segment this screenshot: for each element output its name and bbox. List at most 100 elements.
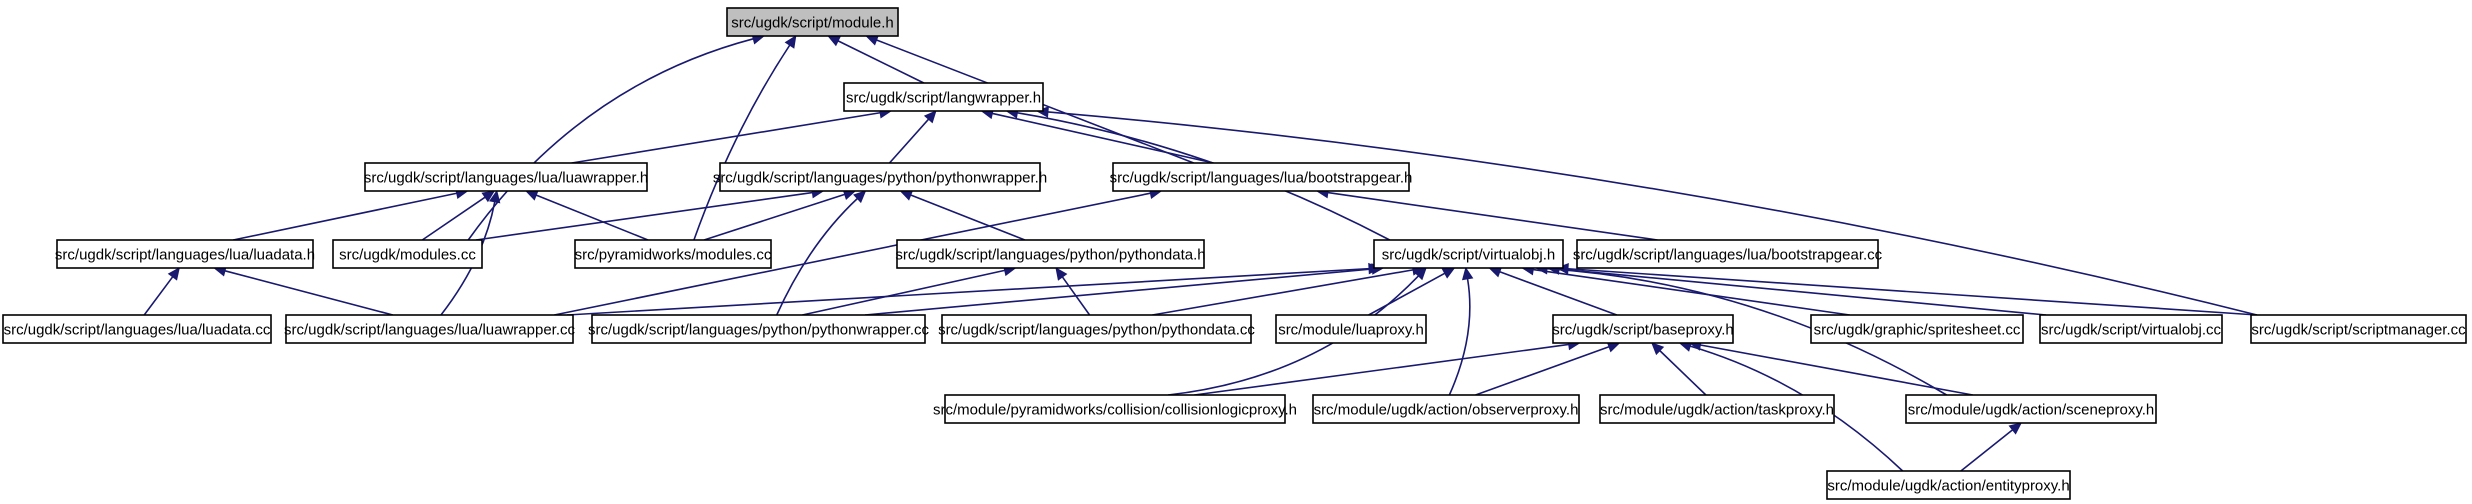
edge-line bbox=[554, 192, 1151, 316]
edge-line bbox=[775, 197, 858, 316]
node-label: src/ugdk/script/languages/lua/luawrapper… bbox=[364, 170, 648, 187]
arrowhead bbox=[1441, 267, 1456, 279]
node-ugdk-script-languages-python-pythondata-h[interactable]: src/ugdk/script/languages/python/pythond… bbox=[895, 239, 1206, 269]
edge-line bbox=[143, 276, 174, 316]
node-label: src/ugdk/graphic/spritesheet.cc bbox=[1814, 322, 2021, 339]
edge-entityproxy-h-to-sceneproxy-h bbox=[1960, 422, 2023, 472]
node-ugdk-script-module-h[interactable]: src/ugdk/script/module.h bbox=[726, 7, 899, 37]
arrowhead bbox=[853, 190, 867, 204]
edge-line bbox=[1448, 278, 1471, 396]
edge-line bbox=[1700, 344, 1973, 396]
node-module-ugdk-action-observerproxy-h[interactable]: src/module/ugdk/action/observerproxy.h bbox=[1312, 394, 1580, 424]
arrowhead bbox=[167, 267, 180, 281]
edge-line bbox=[1558, 268, 2047, 316]
edge-line bbox=[421, 196, 486, 241]
edge-pythonwrapper-h-to-langwrapper-h bbox=[888, 110, 937, 164]
node-module-luaproxy-h[interactable]: src/module/luaproxy.h bbox=[1275, 314, 1427, 344]
node-box bbox=[726, 7, 899, 37]
node-label: src/module/luaproxy.h bbox=[1278, 322, 1424, 339]
node-label: src/ugdk/script/baseproxy.h bbox=[1552, 322, 1733, 339]
edge-pythondata-h-to-pythonwrapper-h bbox=[899, 189, 1026, 241]
arrowhead bbox=[524, 189, 539, 201]
node-label: src/ugdk/modules.cc bbox=[339, 247, 476, 264]
node-ugdk-script-languages-lua-luawrapper-cc[interactable]: src/ugdk/script/languages/lua/luawrapper… bbox=[284, 314, 575, 344]
node-box bbox=[843, 82, 1044, 112]
edge-luawrapper-cc-to-virtualobj-h bbox=[566, 262, 1382, 316]
node-box bbox=[574, 239, 772, 269]
node-label: src/ugdk/script/languages/lua/luadata.cc bbox=[4, 322, 271, 339]
edge-observerproxy-h-to-virtualobj-h bbox=[1448, 266, 1474, 396]
arrowhead bbox=[784, 34, 797, 49]
node-box bbox=[1312, 394, 1580, 424]
edge-collisionlogicproxy-h-to-virtualobj-h bbox=[1167, 267, 1427, 396]
edge-line bbox=[571, 111, 881, 164]
node-module-ugdk-action-taskproxy-h[interactable]: src/module/ugdk/action/taskproxy.h bbox=[1599, 394, 1835, 424]
edge-pythonwrapper-cc-to-pythonwrapper-h bbox=[775, 190, 867, 316]
edge-ugdk-modules-cc-to-luawrapper-h bbox=[421, 190, 496, 241]
edge-pw-modules-cc-to-luawrapper-h bbox=[524, 189, 649, 241]
edge-line bbox=[1567, 267, 2258, 316]
node-ugdk-script-langwrapper-h[interactable]: src/ugdk/script/langwrapper.h bbox=[843, 82, 1044, 112]
arrowhead bbox=[1461, 266, 1474, 281]
arrowhead bbox=[923, 110, 937, 124]
node-box bbox=[1826, 470, 2071, 500]
node-ugdk-graphic-spritesheet-cc[interactable]: src/ugdk/graphic/spritesheet.cc bbox=[1810, 314, 2024, 344]
edge-line bbox=[1475, 345, 1610, 396]
node-module-pyramidworks-collision-collisionlogicproxy-h[interactable]: src/module/pyramidworks/collision/collis… bbox=[933, 394, 1297, 424]
edge-pythondata-cc-to-pythondata-h bbox=[1055, 267, 1091, 316]
node-box bbox=[364, 162, 648, 192]
node-ugdk-script-scriptmanager-cc[interactable]: src/ugdk/script/scriptmanager.cc bbox=[2250, 314, 2467, 344]
node-label: src/ugdk/script/virtualobj.cc bbox=[2041, 322, 2222, 339]
node-ugdk-script-languages-python-pythonwrapper-cc[interactable]: src/ugdk/script/languages/python/pythonw… bbox=[588, 314, 930, 344]
node-box bbox=[941, 314, 1252, 344]
edge-scriptmanager-cc-to-langwrapper-h bbox=[1035, 106, 2258, 316]
node-ugdk-script-languages-lua-luadata-h[interactable]: src/ugdk/script/languages/lua/luadata.h bbox=[55, 239, 315, 269]
edge-line bbox=[1167, 275, 1420, 396]
node-label: src/ugdk/script/languages/lua/luadata.h bbox=[55, 247, 315, 264]
arrowhead bbox=[488, 189, 501, 204]
edge-line bbox=[910, 194, 1026, 241]
node-label: src/module/ugdk/action/sceneproxy.h bbox=[1908, 402, 2155, 419]
node-box bbox=[591, 314, 926, 344]
arrowhead bbox=[2008, 422, 2023, 435]
edge-line bbox=[1047, 111, 2258, 316]
node-ugdk-script-baseproxy-h[interactable]: src/ugdk/script/baseproxy.h bbox=[1552, 314, 1734, 344]
node-ugdk-script-languages-python-pythonwrapper-h[interactable]: src/ugdk/script/languages/python/pythonw… bbox=[713, 162, 1047, 192]
node-box bbox=[1905, 394, 2157, 424]
edge-line bbox=[693, 44, 791, 241]
node-ugdk-script-virtualobj-h[interactable]: src/ugdk/script/virtualobj.h bbox=[1373, 239, 1564, 269]
edge-line bbox=[566, 267, 1370, 316]
node-ugdk-script-languages-lua-bootstrapgear-cc[interactable]: src/ugdk/script/languages/lua/bootstrapg… bbox=[1573, 239, 1883, 269]
arrowhead bbox=[1055, 267, 1068, 281]
node-ugdk-script-virtualobj-cc[interactable]: src/ugdk/script/virtualobj.cc bbox=[2039, 314, 2223, 344]
node-box bbox=[1552, 314, 1734, 344]
node-ugdk-script-languages-python-pythondata-cc[interactable]: src/ugdk/script/languages/python/pythond… bbox=[938, 314, 1255, 344]
node-ugdk-script-languages-lua-luawrapper-h[interactable]: src/ugdk/script/languages/lua/luawrapper… bbox=[364, 162, 648, 192]
edge-line bbox=[802, 269, 1005, 316]
edge-line bbox=[467, 38, 754, 241]
node-label: src/ugdk/script/languages/python/pythond… bbox=[895, 247, 1205, 264]
edge-line bbox=[1017, 112, 1391, 241]
node-box bbox=[944, 394, 1286, 424]
edge-sceneproxy-h-to-baseproxy-h bbox=[1688, 339, 1973, 396]
node-pyramidworks-modules-cc[interactable]: src/pyramidworks/modules.cc bbox=[574, 239, 772, 269]
edge-line bbox=[1061, 276, 1091, 316]
node-box bbox=[332, 239, 483, 269]
edge-line bbox=[1546, 267, 1948, 396]
node-module-ugdk-action-sceneproxy-h[interactable]: src/module/ugdk/action/sceneproxy.h bbox=[1905, 394, 2157, 424]
edge-luawrapper-h-to-langwrapper-h bbox=[571, 107, 893, 164]
node-box bbox=[1275, 314, 1427, 344]
edge-collisionlogicproxy-h-to-baseproxy-h bbox=[1194, 338, 1581, 396]
node-label: src/ugdk/script/languages/python/pythond… bbox=[938, 322, 1255, 339]
node-label: src/ugdk/script/scriptmanager.cc bbox=[2251, 322, 2466, 339]
arrowhead bbox=[827, 35, 842, 47]
node-module-ugdk-action-entityproxy-h[interactable]: src/module/ugdk/action/entityproxy.h bbox=[1826, 470, 2071, 500]
edge-line bbox=[1327, 191, 1658, 241]
node-ugdk-modules-cc[interactable]: src/ugdk/modules.cc bbox=[332, 239, 483, 269]
node-label: src/module/ugdk/action/taskproxy.h bbox=[1600, 402, 1834, 419]
node-box bbox=[1599, 394, 1835, 424]
edge-luadata-cc-to-luadata-h bbox=[143, 267, 180, 316]
node-box bbox=[2, 314, 272, 344]
node-ugdk-script-languages-lua-bootstrapgear-h[interactable]: src/ugdk/script/languages/lua/bootstrapg… bbox=[1110, 162, 1413, 192]
node-ugdk-script-languages-lua-luadata-cc[interactable]: src/ugdk/script/languages/lua/luadata.cc bbox=[2, 314, 272, 344]
